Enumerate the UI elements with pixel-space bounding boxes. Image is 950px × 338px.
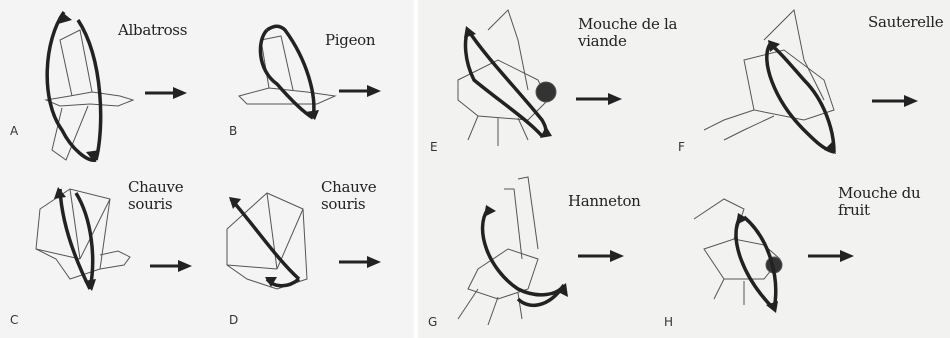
arrow-right-icon: [339, 84, 383, 98]
figure-c-label: Chauve souris: [128, 179, 198, 213]
arrow-right-icon: [150, 259, 194, 273]
figure-f-label: Sauterelle: [868, 14, 943, 31]
figure-d-label: Chauve souris: [321, 179, 391, 213]
arrow-right-icon: [808, 249, 856, 263]
figure-g: Hanneton G: [418, 169, 684, 338]
figure-b: Pigeon B: [207, 0, 414, 169]
figure-a-letter: A: [10, 124, 18, 138]
figure-b-label: Pigeon: [325, 32, 375, 49]
figure-e-letter: E: [430, 140, 438, 154]
arrow-right-icon: [578, 249, 626, 263]
arrow-right-icon: [872, 94, 920, 108]
figure-h-label: Mouche du fruit: [838, 185, 928, 219]
figure-b-letter: B: [229, 124, 237, 138]
figure-g-label: Hanneton: [568, 193, 641, 210]
arrow-right-icon: [145, 86, 189, 100]
figure-h: Mouche du fruit H: [684, 169, 950, 338]
cockchafer-wing-path-icon: [418, 169, 684, 338]
figure-h-letter: H: [664, 315, 673, 329]
figure-d: Chauve souris D: [207, 169, 414, 338]
figure-a: Albatross A: [0, 0, 207, 169]
arrow-right-icon: [576, 92, 624, 106]
figure-f: Sauterelle F: [684, 0, 950, 169]
figure-d-letter: D: [229, 313, 238, 327]
figure-c: Chauve souris C: [0, 169, 207, 338]
figure-g-letter: G: [428, 315, 437, 329]
figure-a-label: Albatross: [118, 22, 187, 39]
figure-e: Mouche de la viande E: [418, 0, 684, 169]
figure-e-label: Mouche de la viande: [578, 16, 688, 50]
figure-f-letter: F: [678, 140, 685, 154]
arrow-right-icon: [339, 255, 383, 269]
figure-c-letter: C: [10, 313, 18, 327]
